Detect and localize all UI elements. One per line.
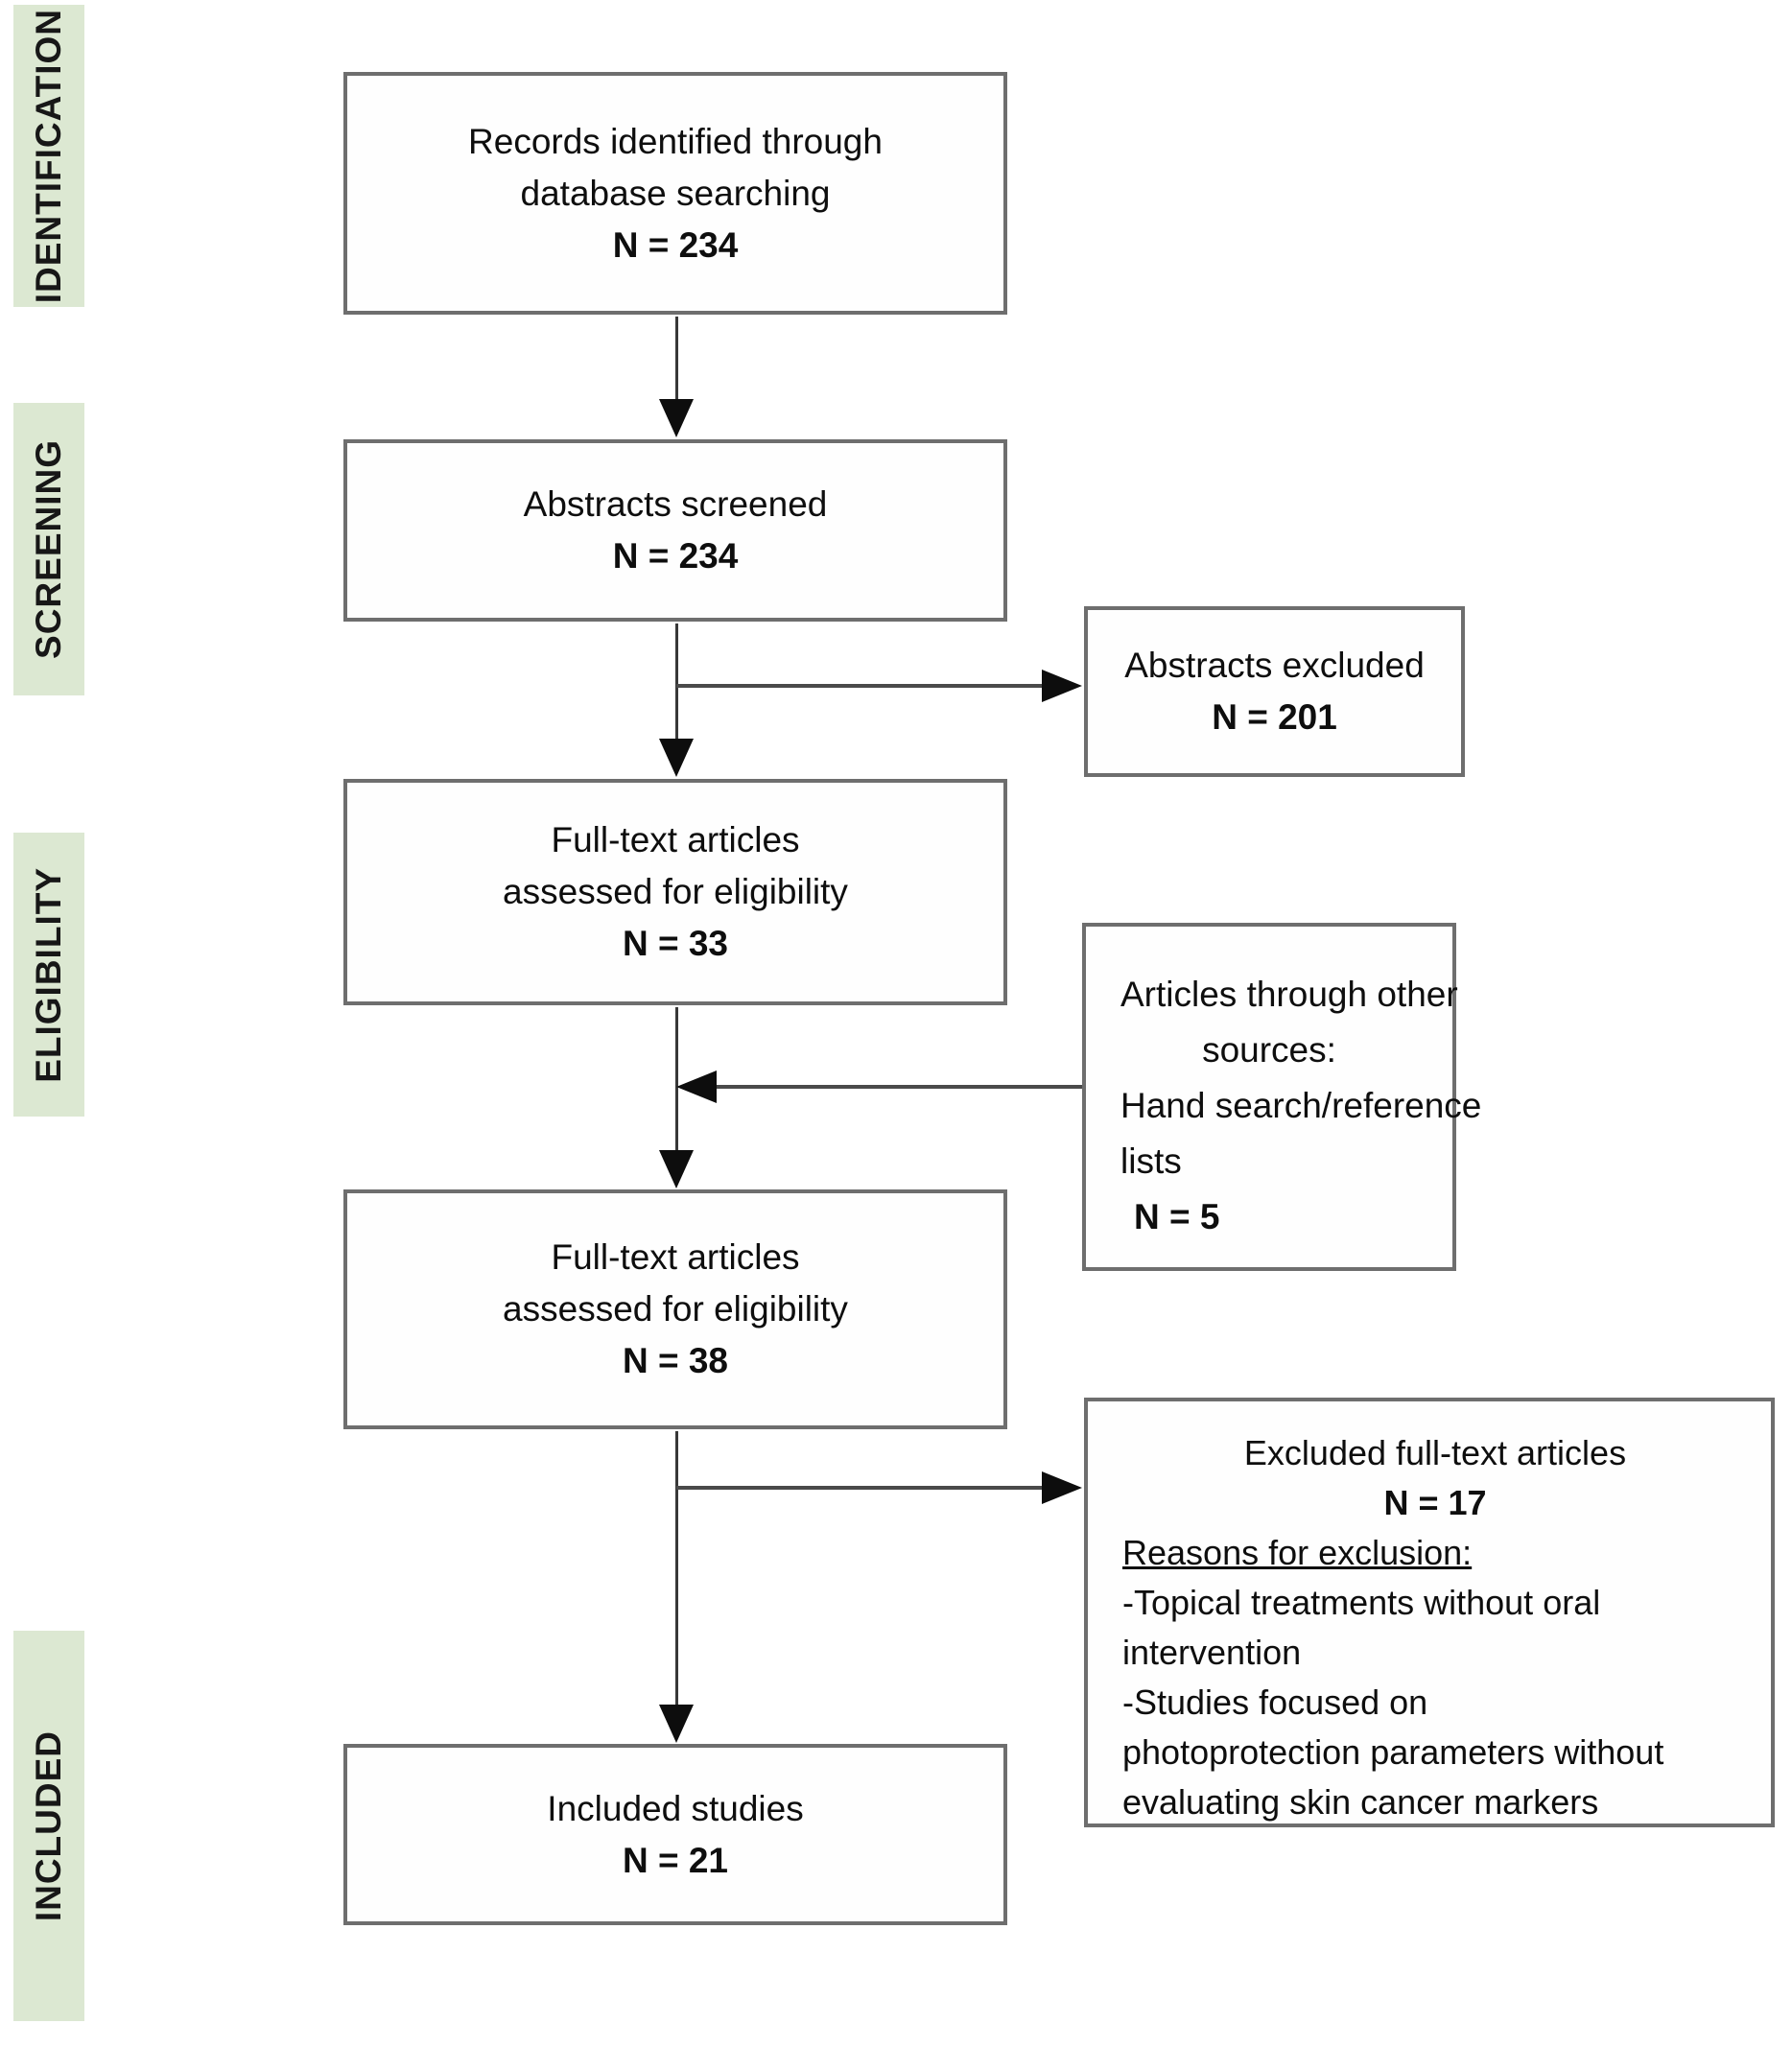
flow-box-records-identified: Records identified through database sear… xyxy=(343,72,1007,315)
stage-label-screening: SCREENING xyxy=(13,403,84,695)
stage-label-screening-text: SCREENING xyxy=(29,439,68,659)
arrowhead-down-icon xyxy=(659,1150,694,1188)
ft38-line2: assessed for eligibility xyxy=(503,1289,848,1329)
connector-branch-excluded-fulltext xyxy=(676,1486,1044,1490)
excluded-ft-title: Excluded full-text articles xyxy=(1243,1433,1627,1472)
stage-label-included: INCLUDED xyxy=(13,1631,84,2021)
flow-box-abstracts-excluded: Abstracts excluded N = 201 xyxy=(1084,606,1465,777)
stage-label-eligibility-text: ELIGIBILITY xyxy=(29,866,68,1083)
connector-records-to-screened xyxy=(675,317,678,401)
flow-box-fulltext-assessed-38: Full-text articles assessed for eligibil… xyxy=(343,1189,1007,1429)
arrowhead-down-icon xyxy=(659,739,694,777)
flow-box-fulltext-assessed-33: Full-text articles assessed for eligibil… xyxy=(343,779,1007,1005)
excluded-ft-reason-line: evaluating skin cancer markers xyxy=(1122,1782,1599,1822)
other-sources-count: N = 5 xyxy=(1134,1197,1220,1236)
included-line1: Included studies xyxy=(547,1788,804,1828)
ft33-line1: Full-text articles xyxy=(551,820,800,859)
stage-label-eligibility: ELIGIBILITY xyxy=(13,833,84,1117)
arrowhead-down-icon xyxy=(659,1705,694,1743)
other-sources-title2: sources: xyxy=(1202,1030,1336,1070)
flow-box-excluded-fulltext: Excluded full-text articles N = 17 Reaso… xyxy=(1084,1398,1775,1827)
flow-box-included-studies: Included studies N = 21 xyxy=(343,1744,1007,1925)
abs-excluded-count: N = 201 xyxy=(1212,697,1337,737)
records-line1: Records identified through xyxy=(468,121,883,161)
stage-label-identification-text: IDENTIFICATION xyxy=(29,8,68,304)
connector-branch-abstracts-excluded xyxy=(676,684,1044,688)
excluded-ft-reason-line: photoprotection parameters without xyxy=(1122,1732,1664,1772)
arrowhead-left-icon xyxy=(676,1071,717,1103)
stage-label-included-text: INCLUDED xyxy=(29,1729,68,1922)
abs-excluded-line1: Abstracts excluded xyxy=(1124,646,1425,685)
ft33-line2: assessed for eligibility xyxy=(503,872,848,911)
other-sources-title1: Articles through other xyxy=(1120,975,1458,1014)
arrowhead-right-icon xyxy=(1042,670,1082,702)
excluded-ft-reason-line: -Studies focused on xyxy=(1122,1682,1428,1722)
excluded-ft-reason-line: -Topical treatments without oral xyxy=(1122,1583,1601,1622)
flow-box-articles-other-sources: Articles through other sources: Hand sea… xyxy=(1082,923,1482,1271)
ft38-line1: Full-text articles xyxy=(551,1237,800,1277)
screened-line1: Abstracts screened xyxy=(523,484,828,524)
connector-ft38-to-included xyxy=(675,1431,678,1707)
ft38-count: N = 38 xyxy=(622,1341,729,1380)
excluded-ft-count: N = 17 xyxy=(1383,1483,1487,1522)
arrowhead-right-icon xyxy=(1042,1471,1082,1504)
excluded-ft-reason-line: intervention xyxy=(1122,1633,1302,1672)
flow-box-abstracts-screened: Abstracts screened N = 234 xyxy=(343,439,1007,622)
connector-screened-to-ft33 xyxy=(675,624,678,742)
screened-count: N = 234 xyxy=(612,536,739,576)
other-sources-body2: lists xyxy=(1120,1141,1182,1181)
other-sources-body1: Hand search/reference xyxy=(1120,1086,1482,1125)
connector-branch-other-sources xyxy=(714,1085,1082,1089)
arrowhead-down-icon xyxy=(659,399,694,437)
records-line2: database searching xyxy=(520,173,831,213)
records-count: N = 234 xyxy=(612,224,739,265)
excluded-ft-reasons-heading: Reasons for exclusion: xyxy=(1122,1533,1473,1572)
stage-label-identification: IDENTIFICATION xyxy=(13,5,84,307)
included-count: N = 21 xyxy=(622,1840,729,1880)
ft33-count: N = 33 xyxy=(622,924,729,963)
